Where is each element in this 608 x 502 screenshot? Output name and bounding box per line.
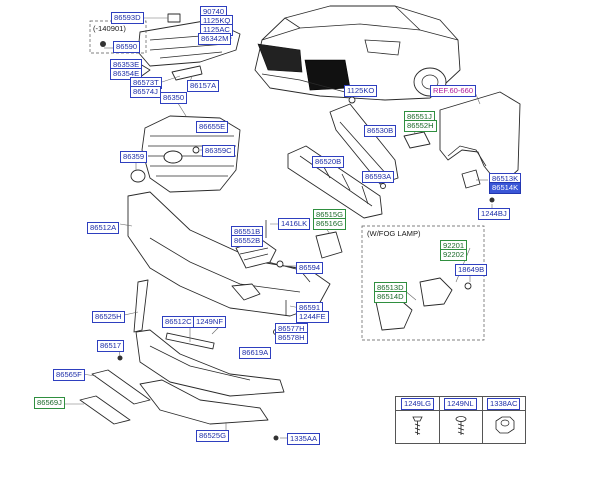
bumper-cover-86512A [127, 191, 331, 317]
fastener-icons [412, 416, 515, 435]
label-86593D: 86593D [111, 12, 144, 24]
fog-cover-slats [239, 247, 269, 261]
label-86520B: 86520B [312, 156, 345, 168]
label-1244BJ: 1244BJ [478, 208, 510, 220]
label-86655E: 86655E [196, 121, 229, 133]
label-1249NF: 1249NF [193, 316, 227, 328]
lower-cover-86512C [135, 329, 285, 397]
label-86512C: 86512C [162, 316, 195, 328]
label-86552H: 86552H [404, 120, 437, 132]
variant-note: (-140901) [93, 24, 126, 33]
label-86157A: 86157A [187, 80, 220, 92]
nut-1338AC-icon [495, 416, 515, 434]
strip-86569J [79, 395, 131, 425]
bolt-1244BJ [489, 197, 495, 203]
label-1125KO: 1125KO [344, 85, 378, 97]
label-86574J: 86574J [130, 86, 161, 98]
bracket-86513K [461, 169, 481, 189]
label-18649B: 18649B [455, 264, 488, 276]
clip-1335AA [273, 435, 279, 441]
label-86514D: 86514D [374, 291, 407, 303]
label-86514K: 86514K [489, 182, 522, 194]
label-86359: 86359 [120, 151, 148, 163]
bolt-86590-icon [100, 41, 106, 47]
bracket-86551J [403, 131, 431, 149]
bulb-18649B [464, 282, 472, 290]
fastener-table: 1249LG 1249NL 1338AC [395, 396, 526, 444]
moulding-86525H [133, 279, 149, 333]
fastener-table-header [396, 397, 525, 411]
label-1335AA: 1335AA [287, 433, 321, 445]
label-86594: 86594 [296, 262, 324, 274]
label-1338AC: 1338AC [487, 398, 521, 410]
fastener-cell-1249NL [439, 397, 483, 443]
bracket-86157A [171, 65, 203, 81]
fog-lamp-92201 [419, 277, 453, 307]
clip-86517 [117, 355, 123, 361]
label-86552B: 86552B [231, 235, 264, 247]
label-86512A: 86512A [87, 222, 120, 234]
skid-plate-86525G [139, 379, 269, 425]
fastener-cell-1249LG [396, 397, 440, 443]
bolt-1125KO [348, 96, 356, 104]
label-86530B: 86530B [364, 125, 397, 137]
reinforcement-86530B [329, 103, 399, 185]
screw-86594 [276, 260, 284, 268]
label-86342M: 86342M [198, 33, 232, 45]
label-92202: 92202 [440, 249, 468, 261]
label-ref-60-660: REF.60-660 [430, 85, 477, 97]
strip-86565F [91, 369, 151, 405]
screw-1249NL-icon [455, 416, 467, 435]
label-86593A: 86593A [362, 171, 395, 183]
fog-lamp-box [361, 225, 485, 341]
label-86359C: 86359C [202, 145, 235, 157]
fender-ref [439, 91, 521, 187]
label-86619A: 86619A [239, 347, 272, 359]
emblem-86359 [130, 169, 146, 183]
label-86590: 86590 [113, 41, 141, 53]
label-1249NL: 1249NL [444, 398, 477, 410]
bracket-86515G [315, 231, 343, 259]
screw-1249LG-icon [412, 416, 423, 435]
fog-lamp-note: (W/FOG LAMP) [367, 229, 421, 238]
label-86516G: 86516G [313, 218, 347, 230]
label-1244FE: 1244FE [296, 311, 329, 323]
clip-86359C [192, 146, 200, 154]
label-86569J: 86569J [34, 397, 65, 409]
grille-86350 [141, 115, 241, 193]
label-86565F: 86565F [53, 369, 85, 381]
label-1416LK: 1416LK [278, 218, 311, 230]
label-86525H: 86525H [92, 311, 125, 323]
label-86578H: 86578H [275, 332, 308, 344]
label-1249LG: 1249LG [401, 398, 435, 410]
label-86517: 86517 [97, 340, 125, 352]
label-86350: 86350 [160, 92, 188, 104]
label-86525G: 86525G [196, 430, 230, 442]
nut-86593A [380, 183, 386, 189]
